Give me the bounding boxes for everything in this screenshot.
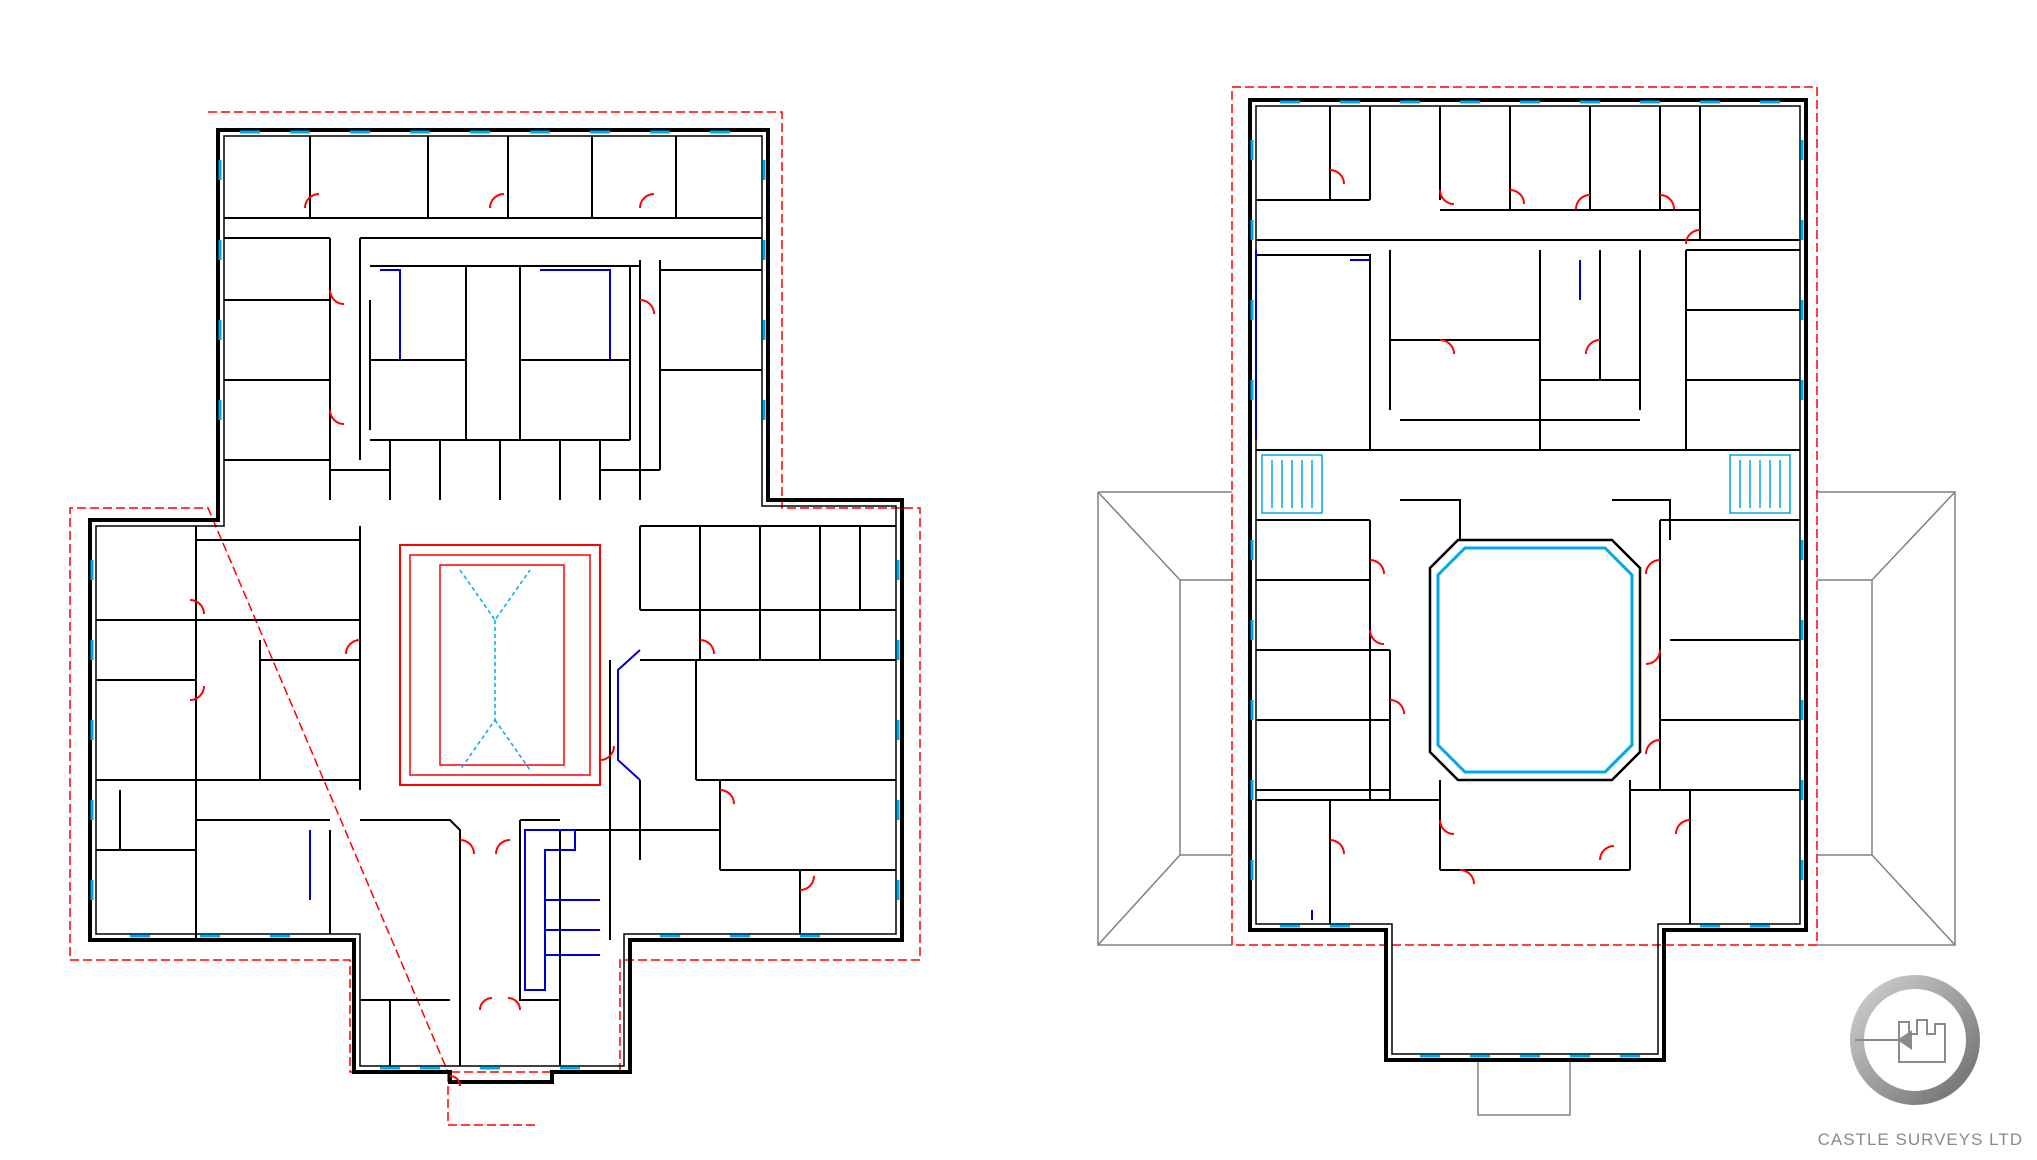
company-name: CASTLE SURVEYS LTD [1817,1130,2023,1149]
first-outer-wall [1248,98,1808,1062]
first-floor-plan [1097,86,1956,1116]
ground-floor-plan [69,111,921,1126]
castle-surveys-logo-icon [1850,975,1980,1105]
site-boundary [1231,86,1818,946]
stairs [1261,454,1791,514]
site-boundary [69,111,921,1126]
ground-pool [399,544,601,786]
roof-outline [1097,491,1956,946]
ground-outer-wall [88,128,904,1084]
central-atrium [1428,538,1642,782]
